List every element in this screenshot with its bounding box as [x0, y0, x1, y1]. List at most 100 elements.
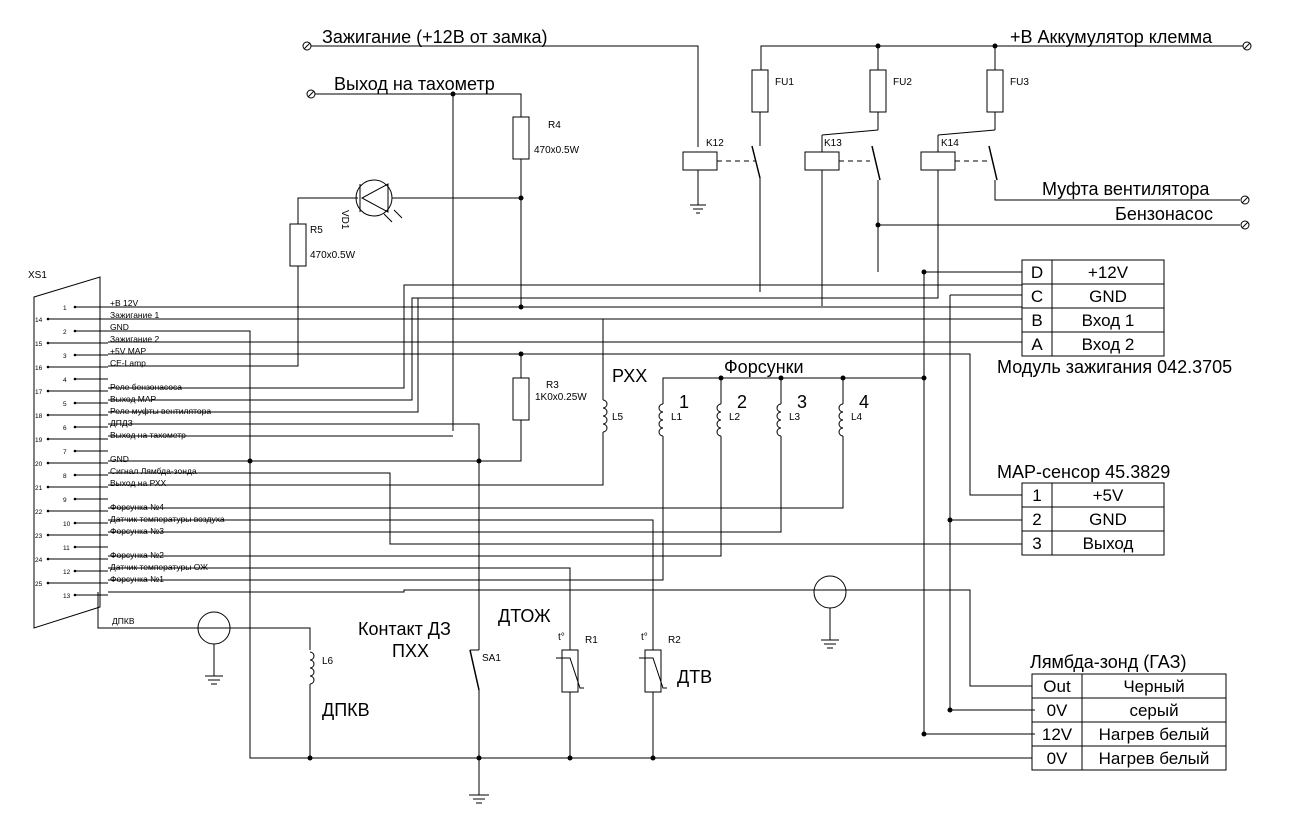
xs1-pin: 1+B 12V: [63, 298, 138, 312]
pin-number: 22: [35, 509, 43, 516]
injector-label: L2: [729, 412, 741, 423]
map-sensor-title: MAP-сенсор 45.3829: [997, 462, 1170, 482]
svg-text:Контакт ДЗ: Контакт ДЗ: [358, 619, 451, 639]
pin-number: 15: [35, 341, 43, 348]
ignition-name: +12V: [1088, 263, 1129, 282]
lambda-pin: Out: [1043, 677, 1071, 696]
relay-k13: K13: [804, 129, 881, 306]
svg-text:Бензонасос: Бензонасос: [1115, 204, 1213, 224]
fuse-fu2: FU2: [869, 69, 912, 130]
svg-text:Форсунки: Форсунки: [724, 357, 804, 377]
pin-label: Зажигание 1: [110, 310, 159, 320]
xs1-pin: 13: [63, 593, 108, 600]
pin-number: 17: [35, 389, 43, 396]
svg-text:R1: R1: [585, 635, 598, 646]
xs1-pin: 3+5V MAP: [63, 346, 146, 360]
ignition-pin: B: [1031, 311, 1042, 330]
pin-label: Сигнал Лямбда-зонда: [110, 466, 197, 476]
ignition-name: Вход 2: [1082, 335, 1135, 354]
svg-text:ДПКВ: ДПКВ: [322, 700, 370, 720]
svg-text:XS1: XS1: [28, 270, 47, 281]
pin-label: Форсунка №3: [110, 526, 164, 536]
pin-number: 2: [63, 329, 67, 336]
pin-label: Форсунка №2: [110, 550, 164, 560]
injector-label: L3: [789, 412, 801, 423]
svg-text:L5: L5: [612, 412, 624, 423]
ignition-name: GND: [1089, 287, 1127, 306]
map-pin: 3: [1032, 534, 1041, 553]
map-name: GND: [1089, 510, 1127, 529]
svg-text:SA1: SA1: [482, 653, 501, 664]
resistor-r5: R5 470x0.5W: [108, 223, 356, 367]
injector-label: L4: [851, 412, 863, 423]
pin-label: Выход MAP: [110, 394, 157, 404]
xs1-pin: 5 Выход MAP: [63, 394, 157, 408]
xs1-pin: 24 Форсунка №2: [35, 550, 164, 564]
xs1-pin: 19 Выход на тахометр: [35, 430, 186, 444]
svg-text:R3: R3: [546, 380, 559, 391]
svg-text:РХХ: РХХ: [612, 366, 647, 386]
coolant-temp-r1: ДТОЖ t° R1: [498, 606, 598, 761]
pin-number: 16: [35, 365, 43, 372]
ignition-module-title: Модуль зажигания 042.3705: [997, 357, 1232, 377]
pin-number: 24: [35, 557, 43, 564]
lambda-pin: 0V: [1047, 701, 1068, 720]
map-pin: 1: [1032, 486, 1041, 505]
pin-number: 8: [63, 473, 67, 480]
tacho-label: Выход на тахометр: [334, 74, 495, 94]
pin-number: 19: [35, 437, 43, 444]
map-name: +5V: [1093, 486, 1124, 505]
svg-text:Муфта вентилятора: Муфта вентилятора: [1042, 179, 1210, 199]
svg-text:t°: t°: [558, 632, 565, 643]
svg-text:VD1: VD1: [339, 210, 350, 230]
lambda-name: Нагрев белый: [1099, 749, 1210, 768]
pin-number: 5: [63, 401, 67, 408]
relay-k12: K12: [682, 138, 761, 292]
dpkv-sensor: ДПКВ L6 ДПКВ: [112, 611, 370, 761]
pin-label: Выход на тахометр: [110, 430, 186, 440]
xs1-pin: 4: [63, 377, 108, 384]
injector-number: 4: [859, 392, 869, 412]
pin-label: Реле муфты вентилятора: [110, 406, 211, 416]
lambda-name: Черный: [1123, 677, 1184, 696]
pin-number: 18: [35, 413, 43, 420]
svg-text:470x0.5W: 470x0.5W: [310, 250, 356, 261]
svg-text:L6: L6: [322, 656, 334, 667]
xs1-pin: 18 Реле муфты вентилятора: [35, 406, 211, 420]
ignition-name: Вход 1: [1082, 311, 1135, 330]
fuse-fu3: FU3: [986, 69, 1029, 130]
ignition-terminal: Зажигание (+12В от замка): [302, 27, 699, 147]
pin-number: 25: [35, 581, 43, 588]
svg-text:R5: R5: [310, 225, 323, 236]
lambda-name: серый: [1129, 701, 1178, 720]
lambda-row: 0V серый: [1031, 697, 1227, 723]
svg-text:K12: K12: [706, 138, 724, 149]
pin-label: Выход на РХХ: [110, 478, 167, 488]
pin-label: GND: [110, 322, 129, 332]
pin-label: Форсунка №1: [110, 574, 164, 584]
injector-coil: 4L4: [838, 378, 869, 440]
pin-label: +5V MAP: [110, 346, 146, 356]
svg-text:470x0.5W: 470x0.5W: [534, 145, 580, 156]
svg-text:t°: t°: [641, 632, 648, 643]
xs1-pin: 25 Форсунка №1: [35, 574, 164, 588]
svg-text:ДТОЖ: ДТОЖ: [498, 606, 551, 626]
pin-number: 1: [63, 305, 67, 312]
xs1-pin: 2 GND: [63, 322, 129, 336]
fan-clutch-terminal: Муфта вентилятора: [1042, 179, 1250, 205]
pin-label: Датчик температуры воздуха: [110, 514, 225, 524]
